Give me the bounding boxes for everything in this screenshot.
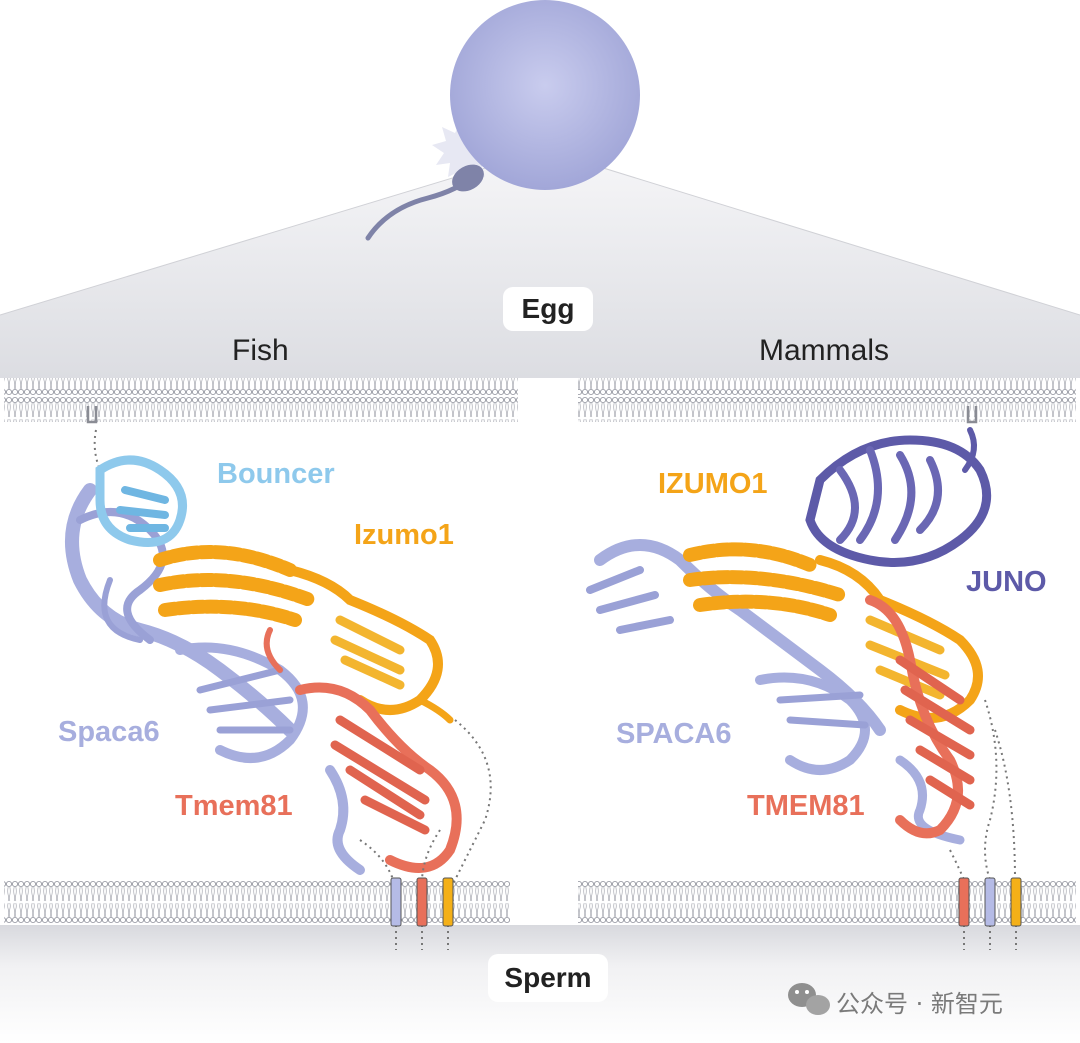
fish-tmem81-tm	[416, 877, 428, 927]
egg-perspective-band	[0, 150, 1080, 378]
mammal-spaca6-structure	[586, 539, 965, 845]
mammal-tmem81-label: TMEM81	[747, 790, 865, 822]
sperm-icon	[365, 164, 484, 241]
fish-bouncer-structure	[95, 455, 187, 547]
mammals-heading: Mammals	[759, 334, 890, 367]
egg-label: Egg	[503, 287, 593, 331]
fish-spaca6-tm	[390, 877, 402, 927]
mammal-juno-structure	[805, 427, 992, 567]
watermark-text: 公众号 · 新智元	[836, 990, 1003, 1018]
mammal-spaca6-tm	[984, 877, 996, 927]
fish-spaca6-structure	[65, 483, 365, 875]
fish-sperm-membrane	[4, 880, 510, 924]
mammal-izumo1-tm	[1010, 877, 1022, 927]
fish-izumo1-tm	[442, 877, 454, 927]
wechat-icon	[788, 983, 830, 1015]
fish-izumo1-structure	[153, 545, 454, 724]
mammal-tmem81-structure	[865, 595, 975, 839]
fish-tmem81-label: Tmem81	[175, 790, 293, 822]
fish-tethers	[359, 719, 492, 950]
mammal-spaca6-label: SPACA6	[616, 718, 732, 750]
sperm-label: Sperm	[488, 954, 608, 1002]
mammal-juno-label: JUNO	[966, 566, 1047, 598]
mammal-izumo1-label: IZUMO1	[658, 468, 768, 500]
fish-tmem81-structure	[263, 627, 462, 873]
mammal-sperm-membrane	[578, 880, 1076, 924]
fish-heading: Fish	[232, 334, 289, 367]
fish-bouncer-label: Bouncer	[217, 458, 335, 490]
fish-spaca6-label: Spaca6	[58, 716, 160, 748]
mammal-egg-membrane	[578, 378, 1076, 422]
mammal-juno-anchor	[966, 406, 978, 424]
mammal-tmem81-tm	[958, 877, 970, 927]
egg-icon	[432, 0, 640, 190]
fish-egg-membrane	[4, 378, 518, 422]
fish-izumo1-label: Izumo1	[354, 519, 454, 551]
